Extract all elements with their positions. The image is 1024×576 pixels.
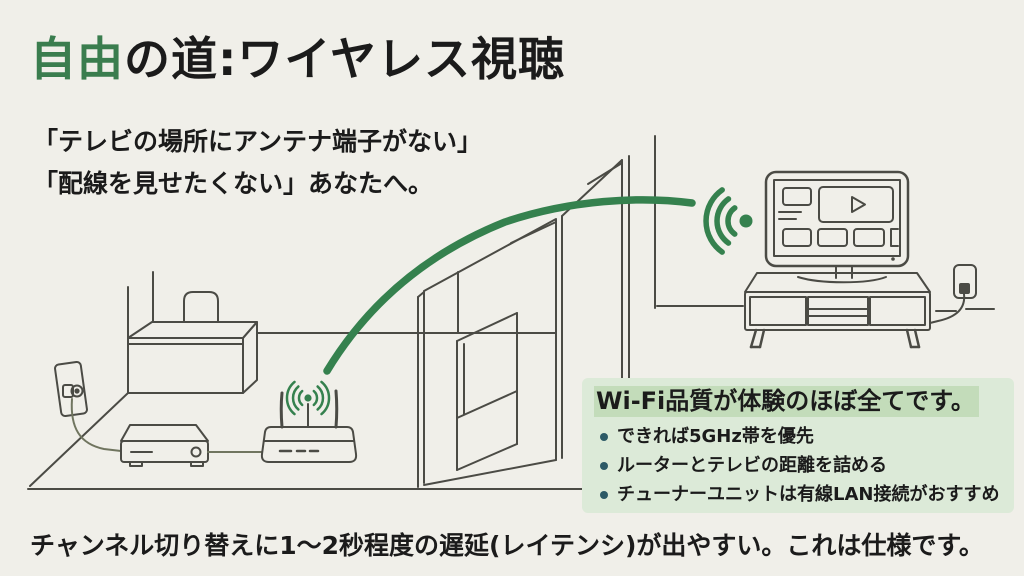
tip-text: できれば5GHz帯を優先 <box>617 426 814 447</box>
wifi-router-icon <box>260 380 358 463</box>
wifi-tips-box: Wi-Fi品質が体験のほぼ全てです。 できれば5GHz帯を優先 ルーターとテレビ… <box>582 378 1014 513</box>
wifi-tips-title: Wi-Fi品質が体験のほぼ全てです。 <box>594 385 1002 417</box>
wireless-path-arc <box>323 196 696 375</box>
list-item: チューナーユニットは有線LAN接続がおすすめ <box>594 480 1002 509</box>
antenna-cable <box>70 398 122 452</box>
page-title-rest: の道:ワイヤレス視聴 <box>124 32 566 86</box>
subtitle: 「テレビの場所にアンテナ端子がない」 「配線を見せたくない」あなたへ。 <box>33 121 482 205</box>
page-title: 自由の道:ワイヤレス視聴 <box>30 34 565 85</box>
tv-icon <box>764 170 910 284</box>
wifi-tips-title-text: Wi-Fi品質が体験のほぼ全てです。 <box>594 386 979 417</box>
bullet-dot-icon <box>600 490 608 499</box>
page-title-highlight: 自由 <box>30 32 124 86</box>
wifi-signal-icon <box>703 187 753 255</box>
cabinet-icon <box>127 291 258 394</box>
tip-text: ルーターとテレビの距離を詰める <box>617 455 887 476</box>
wifi-tips-list: できれば5GHz帯を優先 ルーターとテレビの距離を詰める チューナーユニットは有… <box>594 422 1002 509</box>
right-room-walls <box>654 135 995 312</box>
middle-walls <box>417 155 630 488</box>
subtitle-line-2: 「配線を見せたくない」あなたへ。 <box>33 169 434 198</box>
bullet-dot-icon <box>600 432 608 441</box>
tip-text: チューナーユニットは有線LAN接続がおすすめ <box>617 484 1000 505</box>
bullet-dot-icon <box>600 461 608 470</box>
list-item: できれば5GHz帯を優先 <box>594 422 1002 451</box>
tv-stand-icon <box>744 272 931 349</box>
power-outlet-icon <box>929 264 977 324</box>
antenna-outlet-icon <box>54 360 88 418</box>
list-item: ルーターとテレビの距離を詰める <box>594 451 1002 480</box>
footer-note: チャンネル切り替えに1〜2秒程度の遅延(レイテンシ)が出やすい。これは仕様です。 <box>30 531 984 560</box>
router-signal-icon <box>285 380 331 416</box>
tuner-box-icon <box>120 424 209 467</box>
subtitle-line-1: 「テレビの場所にアンテナ端子がない」 <box>33 127 483 156</box>
